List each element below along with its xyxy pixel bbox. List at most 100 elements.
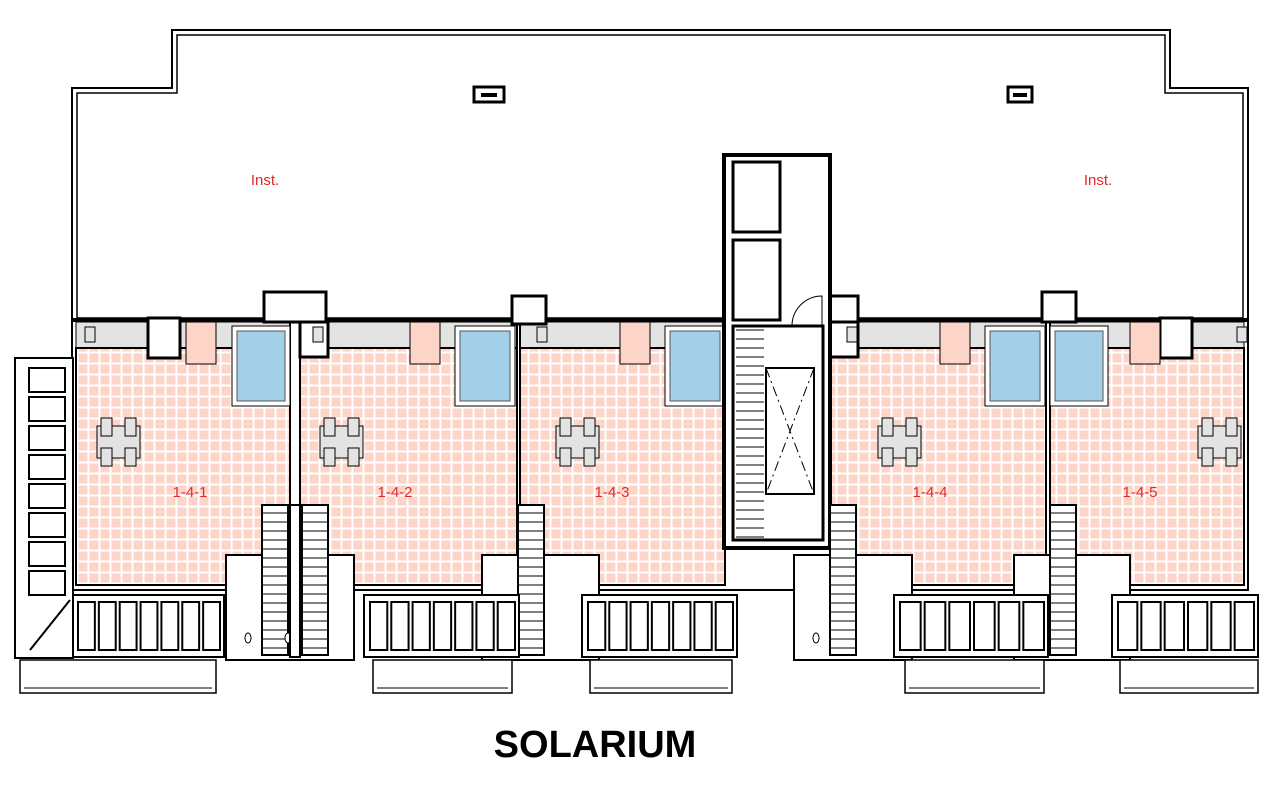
storage-locker [28, 367, 66, 393]
storage-locker [28, 483, 66, 509]
storage-locker [1140, 601, 1162, 651]
stair-flight [301, 504, 329, 656]
storage-locker [139, 601, 159, 651]
chair [347, 447, 360, 467]
pool [236, 330, 286, 402]
storage-locker [1233, 601, 1255, 651]
chair [124, 417, 137, 437]
storage-locker [948, 601, 971, 651]
storage-locker [202, 601, 221, 651]
chair [559, 417, 572, 437]
storage-locker [693, 601, 713, 651]
table-with-chairs [319, 417, 364, 467]
equipment-box [1129, 321, 1161, 365]
storage-locker [118, 601, 138, 651]
stair-flight [517, 504, 545, 656]
storage-locker [28, 541, 66, 567]
storage-locker [672, 601, 692, 651]
chair [323, 447, 336, 467]
storage-locker [160, 601, 180, 651]
pool [459, 330, 511, 402]
elevator-shaft [731, 160, 782, 234]
storage-locker [997, 601, 1021, 651]
storage-locker [28, 512, 66, 538]
vent [312, 326, 324, 343]
chair [1225, 447, 1238, 467]
private-stair [284, 504, 329, 656]
diagonal-wall [29, 599, 71, 651]
shaft [731, 238, 782, 322]
storage-locker [97, 601, 117, 651]
storage-locker [1117, 601, 1139, 651]
chair [100, 447, 113, 467]
roof-installation-label: Inst. [251, 172, 279, 189]
unit-label: 1-4-5 [1122, 484, 1157, 501]
chair [559, 447, 572, 467]
pool [989, 330, 1041, 402]
chair [905, 417, 918, 437]
chair [100, 417, 113, 437]
chair [583, 447, 596, 467]
storage-locker [1210, 601, 1232, 651]
storage-locker [923, 601, 947, 651]
pool [669, 330, 721, 402]
pool [1054, 330, 1104, 402]
storage-locker [475, 601, 495, 651]
private-stair [244, 504, 289, 656]
table-with-chairs [877, 417, 922, 467]
private-stair [812, 504, 857, 656]
storage-locker [496, 601, 517, 651]
chimney [510, 294, 548, 326]
chimney [262, 290, 328, 324]
storage-locker [899, 601, 922, 651]
handrail-post [812, 632, 820, 644]
chimney [1040, 290, 1078, 324]
storage-locker [181, 601, 201, 651]
storage-locker [77, 601, 96, 651]
plan-title: SOLARIUM [494, 724, 697, 766]
storage-locker [28, 425, 66, 451]
private-stair [1032, 504, 1077, 656]
storage-locker [629, 601, 649, 651]
stair-flight [829, 504, 857, 656]
chair [1225, 417, 1238, 437]
storage-locker [1187, 601, 1209, 651]
equipment-box [619, 321, 651, 365]
chair [881, 417, 894, 437]
party-wall [289, 504, 301, 658]
chair [323, 417, 336, 437]
storage-locker [608, 601, 628, 651]
vent [84, 326, 96, 343]
chair [124, 447, 137, 467]
vent [536, 326, 548, 343]
roof-installation-label: Inst. [1084, 172, 1112, 189]
storage-locker [973, 601, 996, 651]
storage-locker [1022, 601, 1045, 651]
storage-locker [390, 601, 410, 651]
unit-label: 1-4-3 [594, 484, 629, 501]
storage-locker [28, 570, 66, 596]
equipment-box [409, 321, 441, 365]
storage-locker [28, 396, 66, 422]
vent [1236, 326, 1248, 343]
equipment-box [939, 321, 971, 365]
storage-locker [650, 601, 671, 651]
table-with-chairs [555, 417, 600, 467]
private-stair [500, 504, 545, 656]
stair-arrow [765, 367, 815, 495]
storage-locker [369, 601, 389, 651]
storage-locker [411, 601, 431, 651]
vent [846, 326, 858, 343]
equipment-box [185, 321, 217, 365]
handrail-post [244, 632, 252, 644]
unit-label: 1-4-4 [912, 484, 947, 501]
stair-flight [1049, 504, 1077, 656]
storage-locker [432, 601, 453, 651]
chair [583, 417, 596, 437]
storage-locker [587, 601, 607, 651]
chair [347, 417, 360, 437]
chair [905, 447, 918, 467]
chair [1201, 447, 1214, 467]
table-with-chairs [96, 417, 141, 467]
stair-flight [261, 504, 289, 656]
